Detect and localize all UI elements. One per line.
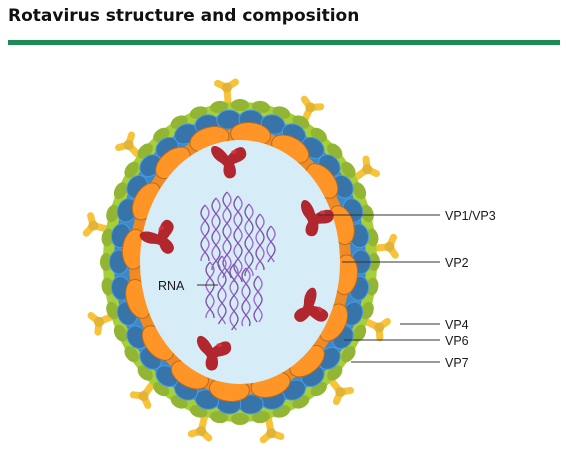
rna-helix-icon <box>211 197 221 271</box>
leader-lines <box>197 214 440 363</box>
vp1-vp3-enzyme-group <box>139 146 334 371</box>
label-rna: RNA <box>158 279 185 293</box>
label-vp6: VP6 <box>445 334 469 348</box>
vp1-vp3-enzyme-icon <box>301 200 334 237</box>
rna-helix-icon <box>217 255 227 325</box>
rna-helix-icon <box>244 203 254 277</box>
vp1-vp3-enzyme-icon <box>139 219 174 254</box>
label-vp1-vp3: VP1/VP3 <box>445 209 496 223</box>
rna-helix-icon <box>205 261 215 319</box>
vp1-vp3-enzyme-icon <box>197 335 232 371</box>
vp1-vp3-enzyme-icon <box>294 287 329 322</box>
rna-helix-icon <box>266 225 276 263</box>
rna-helix-icon <box>233 195 243 283</box>
rna-helix-icon <box>253 275 263 323</box>
vp1-vp3-enzyme-icon <box>211 146 247 179</box>
rna-helix-icon <box>241 267 251 327</box>
label-vp7: VP7 <box>445 356 469 370</box>
rna-helix-icon <box>222 191 232 279</box>
rna-helix-icon <box>229 263 239 331</box>
rna-helix-icon <box>255 213 265 271</box>
rna-genome <box>200 191 276 331</box>
label-vp2: VP2 <box>445 256 469 270</box>
title-divider <box>8 40 560 45</box>
rna-helix-icon <box>200 204 210 262</box>
label-vp4: VP4 <box>445 318 469 332</box>
page-title: Rotavirus structure and composition <box>8 6 360 26</box>
